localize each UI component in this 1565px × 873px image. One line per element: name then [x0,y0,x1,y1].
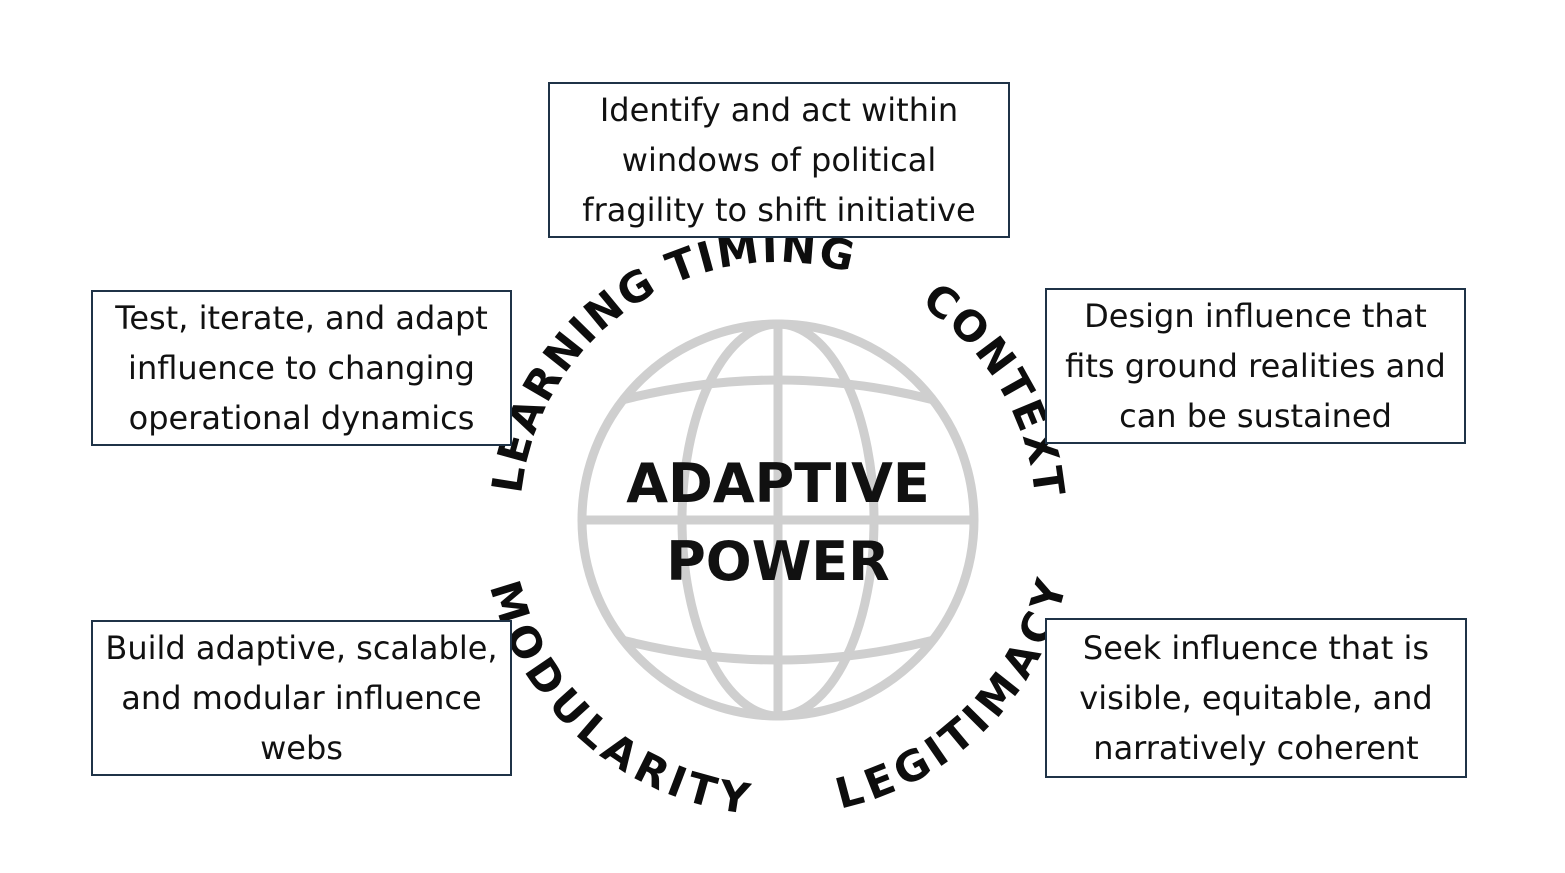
legitimacy-description-box: Seek influence that is visible, equitabl… [1045,618,1467,778]
learning-description-box: Test, iterate, and adapt influence to ch… [91,290,512,446]
center-title-line-2: POWER [666,530,890,593]
modularity-description-box: Build adaptive, scalable, and modular in… [91,620,512,776]
center-title: ADAPTIVE POWER [626,452,930,593]
center-title-line-1: ADAPTIVE [626,452,930,515]
timing-description-box: Identify and act within windows of polit… [548,82,1010,238]
ring-label-modularity: MODULARITY [480,575,755,824]
globe-icon [577,319,979,721]
context-description-box: Design influence that fits ground realit… [1045,288,1466,444]
